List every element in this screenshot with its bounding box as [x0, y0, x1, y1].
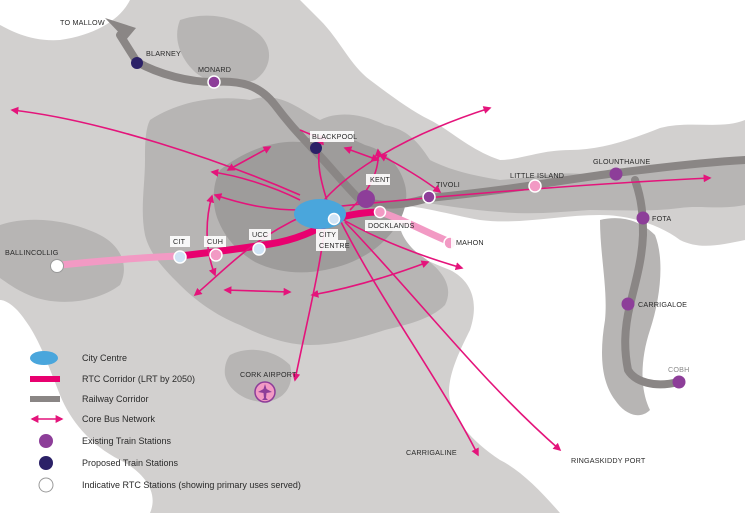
label-mahon: MAHON: [456, 238, 484, 247]
cork-airport-marker: [254, 381, 276, 403]
label-cit: CIT: [173, 237, 186, 246]
label-kent: KENT: [370, 175, 390, 184]
label-backgrounds: [170, 131, 487, 251]
station-ballincollig: [50, 259, 64, 273]
label-ucc: UCC: [252, 230, 268, 239]
label-docklands: DOCKLANDS: [368, 221, 415, 230]
label-cuh: CUH: [207, 237, 223, 246]
station-tivoli: [422, 190, 436, 204]
label-cork-airport: CORK AIRPORT: [240, 370, 297, 379]
label-to-mallow: TO MALLOW: [60, 18, 105, 27]
station-blackpool: [310, 142, 322, 154]
legend-railway-corridor: Railway Corridor: [30, 394, 149, 404]
station-fota: [636, 211, 650, 225]
svg-text:Core Bus Network: Core Bus Network: [82, 414, 156, 424]
svg-text:RTC Corridor (LRT by 2050): RTC Corridor (LRT by 2050): [82, 374, 195, 384]
svg-text:City Centre: City Centre: [82, 353, 127, 363]
label-carrigaline: CARRIGALINE: [406, 448, 457, 457]
label-monard: MONARD: [198, 65, 231, 74]
place-labels: TO MALLOW BLARNEY MONARD BLACKPOOL KENT …: [5, 18, 690, 465]
station-cit: [173, 250, 187, 264]
legend-indicative-rtc: Indicative RTC Stations (showing primary…: [38, 477, 301, 493]
label-little-island: LITTLE ISLAND: [510, 171, 564, 180]
station-carrigaloe: [621, 297, 635, 311]
label-blarney: BLARNEY: [146, 49, 181, 58]
station-ucc: [252, 242, 266, 256]
station-little-island: [528, 179, 542, 193]
to-mallow-arrow: [105, 18, 136, 40]
city-centre-area: [294, 199, 346, 229]
station-kent: [357, 190, 375, 208]
label-tivoli: TIVOLI: [436, 180, 460, 189]
label-ballincollig: BALLINCOLLIG: [5, 248, 59, 257]
station-city-centre: [327, 212, 341, 226]
label-ringaskiddy-port: RINGASKIDDY PORT: [571, 456, 646, 465]
plane-icon: [258, 384, 272, 400]
label-glounthaune: GLOUNTHAUNE: [593, 157, 650, 166]
station-glounthaune: [609, 167, 623, 181]
legend-core-bus: Core Bus Network: [30, 414, 156, 424]
label-city: CITY: [319, 230, 336, 239]
svg-text:Railway Corridor: Railway Corridor: [82, 394, 149, 404]
legend-proposed-stations: Proposed Train Stations: [39, 456, 179, 470]
station-docklands: [373, 205, 387, 219]
label-carrigaloe: CARRIGALOE: [638, 300, 687, 309]
svg-text:Existing Train Stations: Existing Train Stations: [82, 436, 172, 446]
station-cobh: [672, 375, 686, 389]
station-blarney: [131, 57, 143, 69]
station-cuh: [209, 248, 223, 262]
station-monard: [207, 75, 221, 89]
legend-existing-stations: Existing Train Stations: [39, 434, 172, 448]
legend-city-centre: City Centre: [30, 351, 127, 365]
label-blackpool: BLACKPOOL: [312, 132, 357, 141]
legend: City Centre RTC Corridor (LRT by 2050) R…: [30, 351, 301, 493]
legend-rtc-corridor: RTC Corridor (LRT by 2050): [30, 374, 195, 384]
svg-text:Proposed Train Stations: Proposed Train Stations: [82, 458, 179, 468]
label-centre: CENTRE: [319, 241, 350, 250]
label-fota: FOTA: [652, 214, 671, 223]
label-cobh: COBH: [668, 365, 690, 374]
svg-text:Indicative RTC Stations (showi: Indicative RTC Stations (showing primary…: [82, 480, 301, 490]
